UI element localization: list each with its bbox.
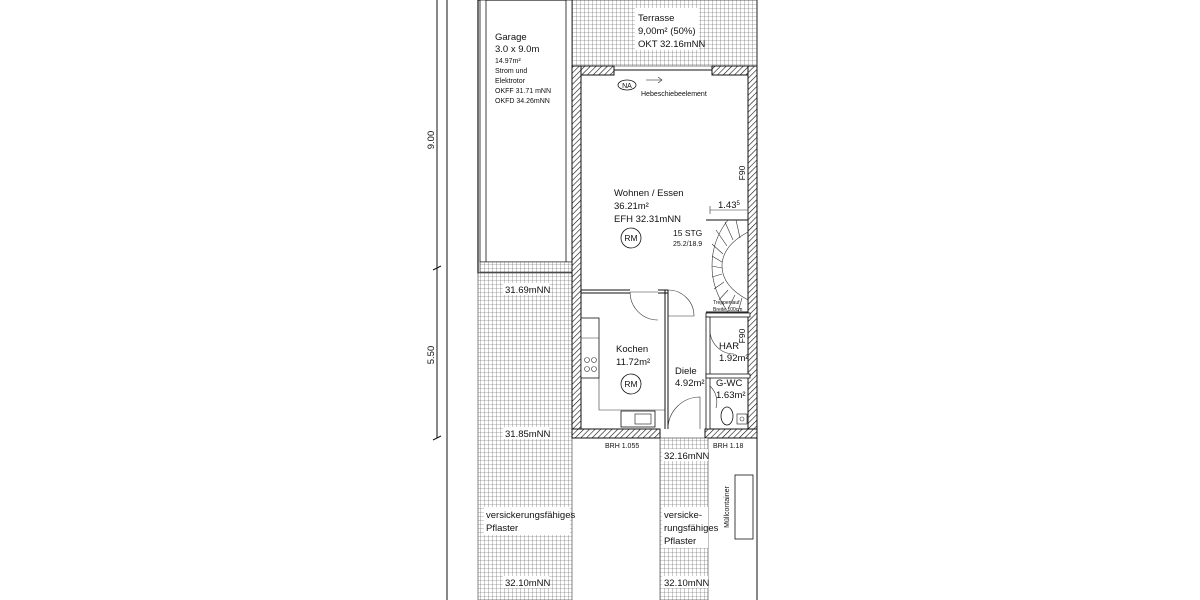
living-efh: EFH 32.31mNN	[614, 214, 681, 225]
har-name: HAR	[719, 341, 739, 352]
living-area: 36.21m²	[614, 201, 649, 212]
hall-name: Diele	[675, 366, 697, 377]
fire-rating-lower: F90	[737, 328, 747, 343]
brh-right: BRH 1.18	[713, 443, 743, 450]
garage-title: Garage	[495, 32, 527, 43]
staircase: 1.435 15 STG 25.2/18.9 Treppenlauf Breit…	[673, 200, 749, 313]
interior-walls	[581, 289, 751, 430]
dimension-upper: 9.00	[426, 131, 437, 150]
terrace-okt: OKT 32.16mNN	[638, 39, 706, 50]
door-tag: NA	[622, 83, 632, 90]
har-area: 1.92m²	[719, 353, 749, 364]
brh-left: BRH 1.055	[605, 443, 639, 450]
terrace-title: Terrasse	[638, 13, 674, 24]
stair-steps: 15 STG	[673, 228, 702, 238]
kitchen-rm: RM	[624, 379, 637, 389]
garage-okff: OKFF 31.71 mNN	[495, 88, 551, 95]
paving-left-line-2: Pflaster	[486, 523, 518, 534]
living-rm: RM	[624, 233, 637, 243]
stair-note-2: Breite 100cm	[713, 307, 742, 313]
level-entry: 32.16mNN	[664, 451, 710, 462]
dimension-line: 9.00 5.50	[426, 0, 442, 441]
kitchen-name: Kochen	[616, 344, 648, 355]
fire-rating-upper: F90	[737, 165, 747, 180]
living-rm-marker	[620, 227, 642, 249]
paving-left-line-1: versickerungsfähiges	[486, 510, 575, 521]
garage-area: 14.97m²	[495, 58, 521, 65]
house-walls	[571, 65, 758, 439]
hall-area: 4.92m²	[675, 378, 705, 389]
kitchen-rm-marker	[620, 373, 642, 395]
stair-ratio: 25.2/18.9	[673, 241, 702, 248]
guest-wc: G-WC 1.63m²	[716, 378, 748, 426]
door-label: Hebeschiebeelement	[641, 91, 707, 98]
living-name: Wohnen / Essen	[614, 188, 684, 199]
garage-okfd: OKFD 34.26mNN	[495, 98, 550, 105]
level-pavement-left: 31.85mNN	[505, 429, 551, 440]
waste-container-label: Müllcontainer	[724, 486, 731, 528]
waste-container: Müllcontainer	[724, 474, 754, 540]
paving-mid-line-2: rungsfähiges	[664, 523, 719, 534]
terrace-area: 9,00m² (50%)	[638, 26, 696, 37]
kitchen-area: 11.72m²	[616, 357, 650, 368]
garage-note-1: Strom und	[495, 68, 527, 75]
level-bottom-left: 32.10mNN	[505, 578, 551, 589]
garage-note-2: Elektrotor	[495, 78, 526, 85]
wc-name: G-WC	[716, 378, 743, 389]
paving-mid-line-3: Pflaster	[664, 536, 696, 547]
level-garage-front: 31.69mNN	[505, 285, 551, 296]
garage: Garage 3.0 x 9.0m 14.97m² Strom und Elek…	[477, 0, 573, 274]
dimension-lower: 5.50	[426, 346, 437, 365]
level-bottom-mid: 32.10mNN	[664, 578, 710, 589]
paving-mid-line-1: versicke-	[664, 510, 702, 521]
sliding-door-marker: NA Hebeschiebeelement	[617, 76, 707, 98]
stair-width: 1.435	[718, 200, 741, 211]
stair-note-1: Treppenlauf	[713, 300, 740, 306]
garage-size: 3.0 x 9.0m	[495, 44, 539, 55]
wc-area: 1.63m²	[716, 390, 746, 401]
kitchen: Kochen 11.72m² RM	[580, 317, 665, 428]
